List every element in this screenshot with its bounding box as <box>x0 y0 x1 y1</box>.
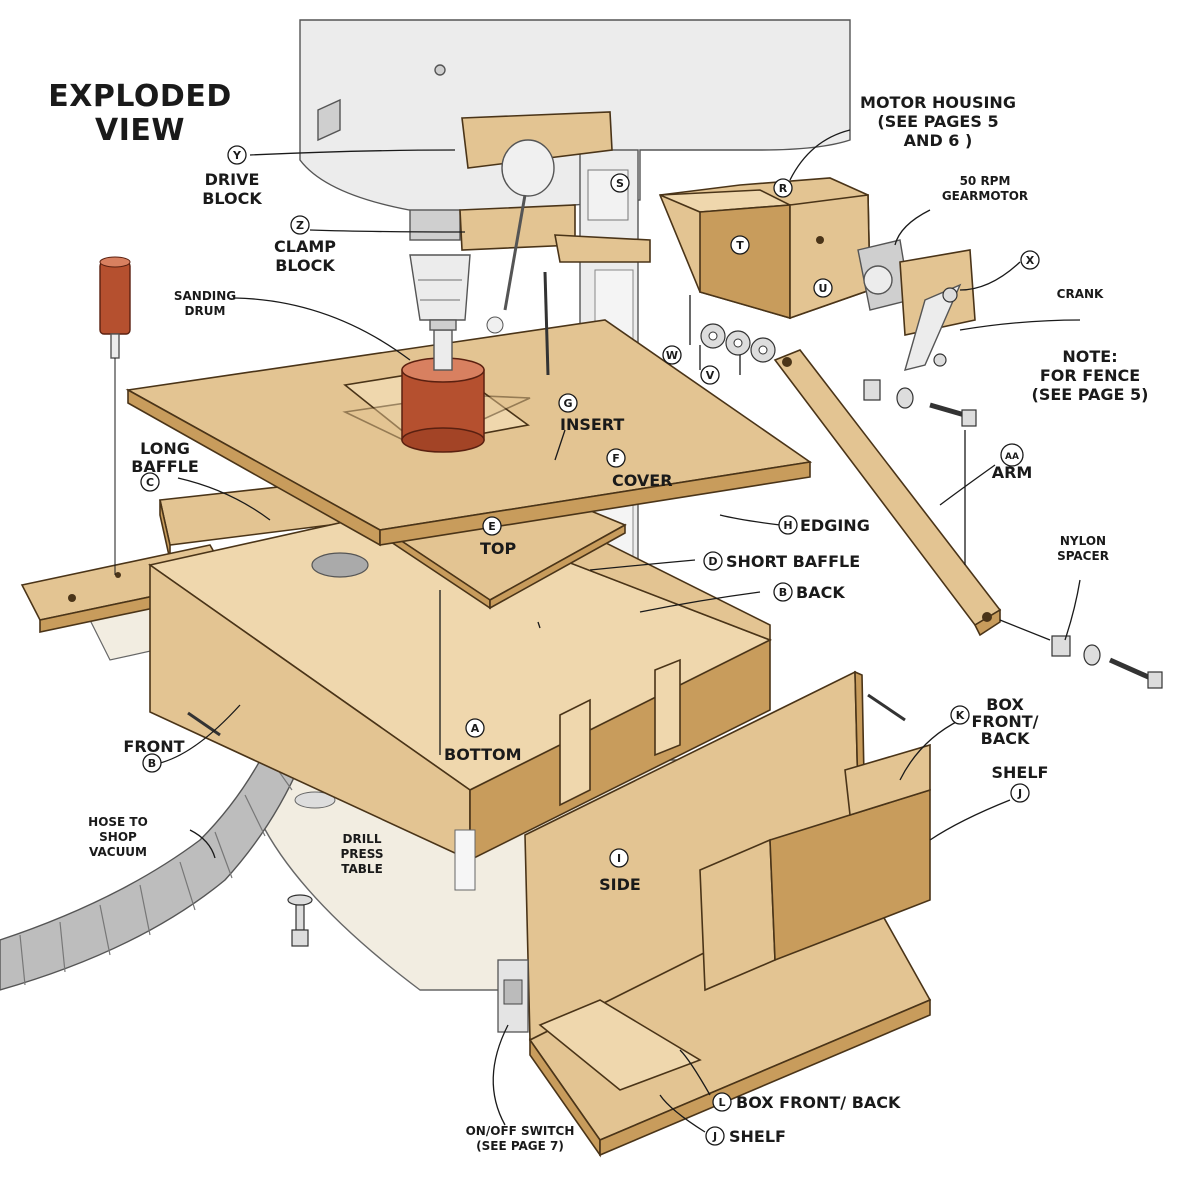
label-table-2: PRESS <box>341 847 384 861</box>
label-hose-3: VACUUM <box>89 845 147 859</box>
label-long-baffle-1: LONG <box>140 439 190 458</box>
marker-S: S <box>616 177 624 190</box>
marker-A: A <box>471 722 480 735</box>
label-switch-1: ON/OFF SWITCH <box>466 1124 575 1138</box>
marker-I: I <box>617 852 621 865</box>
marker-X: X <box>1026 254 1035 267</box>
label-bottom: BOTTOM <box>444 745 522 764</box>
marker-L: K <box>956 709 965 722</box>
marker-G: G <box>563 397 572 410</box>
label-nylon-1: NYLON <box>1060 534 1106 548</box>
marker-R: R <box>779 182 788 195</box>
label-sanding-drum-2: DRUM <box>185 304 226 318</box>
marker-F: F <box>612 452 620 465</box>
label-crank: CRANK <box>1057 287 1104 301</box>
marker-V: V <box>706 369 715 382</box>
label-hose-1: HOSE TO <box>88 815 148 829</box>
label-end: SHELF <box>992 763 1049 782</box>
label-table-1: DRILL <box>343 832 382 846</box>
marker-T: T <box>736 239 744 252</box>
drive-clamp-blocks <box>459 111 651 376</box>
label-drive-block-1: DRIVE <box>205 170 260 189</box>
label-note-3: (SEE PAGE 5) <box>1032 385 1149 404</box>
label-box-2: FRONT/ <box>972 712 1039 731</box>
motor-housing <box>658 177 871 320</box>
part-markers: Y Z C G F E H D B B A I K J L J J R S T … <box>140 145 1040 1146</box>
label-long-baffle-2: BAFFLE <box>131 457 199 476</box>
nylon-spacer-hardware <box>1051 635 1163 689</box>
marker-AA: AA <box>1005 452 1019 462</box>
table-bolts <box>187 693 906 947</box>
gearmotor <box>857 239 976 336</box>
label-note-2: FOR FENCE <box>1040 366 1140 385</box>
title-line-1: EXPLODED <box>48 79 231 114</box>
label-short-baffle: SHORT BAFFLE <box>726 552 860 571</box>
marker-J-label: J <box>712 1130 717 1143</box>
label-drive-block-2: BLOCK <box>202 189 262 208</box>
label-hose-2: SHOP <box>99 830 137 844</box>
upper-hardware <box>863 379 977 427</box>
label-side: SIDE <box>599 875 641 894</box>
on-off-switch <box>497 959 529 1033</box>
marker-K: J <box>1017 787 1022 800</box>
label-tray-piece: BOX FRONT/ BACK <box>736 1093 901 1112</box>
marker-B: B <box>779 586 787 599</box>
label-switch-2: (SEE PAGE 7) <box>476 1139 564 1153</box>
label-back: BACK <box>796 583 845 602</box>
label-cover: COVER <box>612 471 673 490</box>
marker-M: L <box>718 1096 725 1109</box>
label-nylon-2: SPACER <box>1057 549 1109 563</box>
marker-B-front: B <box>148 757 156 770</box>
label-insert: INSERT <box>560 415 624 434</box>
label-clamp-block-1: CLAMP <box>274 237 336 256</box>
label-motor-housing-2: (SEE PAGES 5 <box>877 112 998 131</box>
washers <box>700 323 776 363</box>
marker-C: C <box>146 476 154 489</box>
label-box-1: BOX <box>986 695 1024 714</box>
drill-chuck <box>409 254 471 331</box>
label-arm: ARM <box>992 463 1033 482</box>
marker-U: U <box>819 282 828 295</box>
label-motor-housing-1: MOTOR HOUSING <box>860 93 1016 112</box>
marker-H: H <box>783 519 792 532</box>
label-edging: EDGING <box>800 516 870 535</box>
crank <box>903 283 962 371</box>
label-sanding-drum-1: SANDING <box>174 289 236 303</box>
label-box-3: BACK <box>981 729 1030 748</box>
marker-W: W <box>666 349 678 362</box>
label-motor-housing-3: AND 6 ) <box>904 131 973 150</box>
marker-Y: Y <box>232 149 242 162</box>
label-clamp-block-2: BLOCK <box>275 256 335 275</box>
label-gearmotor-1: 50 RPM <box>960 174 1011 188</box>
label-table-3: TABLE <box>341 862 383 876</box>
sanding-drum <box>401 329 485 453</box>
marker-Z: Z <box>296 219 304 232</box>
label-top: TOP <box>480 539 517 558</box>
label-front: FRONT <box>123 737 184 756</box>
marker-D: D <box>708 555 717 568</box>
label-shelf-text: SHELF <box>729 1127 786 1146</box>
label-note-1: NOTE: <box>1062 347 1117 366</box>
sanding-drum-loose <box>99 256 131 359</box>
marker-E: E <box>488 520 496 533</box>
title-line-2: VIEW <box>95 113 185 148</box>
label-gearmotor-2: GEARMOTOR <box>942 189 1028 203</box>
arm <box>773 349 1002 637</box>
